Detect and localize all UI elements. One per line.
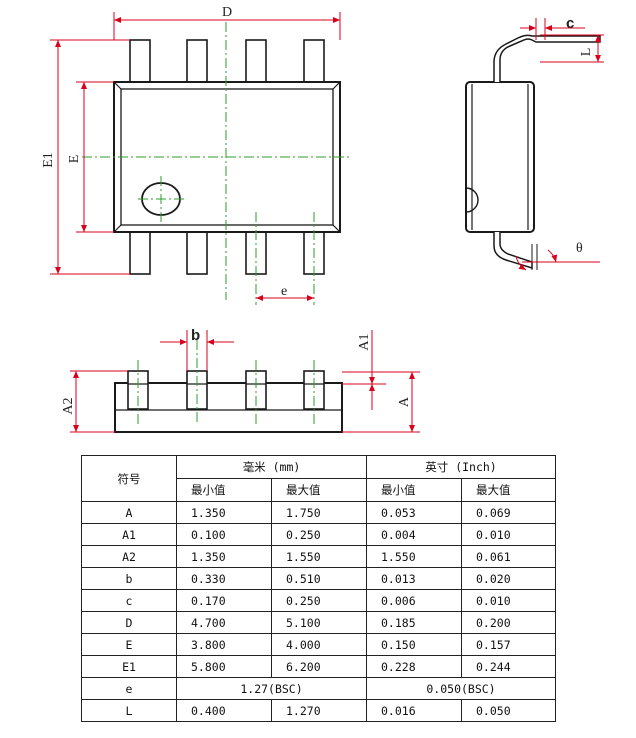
cell-symbol: e — [81, 677, 177, 700]
cell-inch-max: 0.244 — [461, 655, 556, 678]
cell-mm-max: 0.250 — [271, 523, 367, 546]
side-lead-bottom — [493, 232, 533, 270]
front-view — [114, 370, 343, 433]
subheader-mm-max: 最大值 — [271, 478, 367, 502]
header-symbol: 符号 — [81, 455, 177, 502]
cell-mm-min: 0.170 — [176, 589, 272, 612]
side-dimensions — [515, 18, 604, 271]
dim-label-theta: θ — [576, 241, 583, 256]
header-mm: 毫米 (mm) — [176, 455, 367, 479]
lead-top-3 — [245, 39, 267, 83]
front-centerlines — [137, 340, 315, 425]
dim-label-b: b — [191, 327, 200, 344]
cell-inch-min: 0.150 — [366, 633, 462, 656]
subheader-mm-min: 最小值 — [176, 478, 272, 502]
cell-inch-min: 0.013 — [366, 567, 462, 590]
cell-mm-max: 1.270 — [271, 699, 367, 722]
cell-inch-min: 0.228 — [366, 655, 462, 678]
cell-mm-max: 0.250 — [271, 589, 367, 612]
cell-inch-max: 0.069 — [461, 501, 556, 524]
lead-bottom-2 — [186, 231, 208, 275]
cell-inch-max: 0.050 — [461, 699, 556, 722]
cell-symbol: A — [81, 501, 177, 524]
cell-inch-min: 0.004 — [366, 523, 462, 546]
cell-mm-min: 0.400 — [176, 699, 272, 722]
side-body — [465, 81, 535, 233]
dim-label-L: L — [579, 48, 594, 57]
cell-symbol: b — [81, 567, 177, 590]
cell-symbol: E — [81, 633, 177, 656]
cell-inch-min: 0.016 — [366, 699, 462, 722]
side-lead-top — [493, 34, 601, 82]
subheader-inch-max: 最大值 — [461, 478, 556, 502]
dim-label-A1: A1 — [357, 333, 372, 350]
dim-label-E1: E1 — [41, 152, 56, 168]
cell-mm-max: 4.000 — [271, 633, 367, 656]
cell-inch-min: 0.006 — [366, 589, 462, 612]
cell-symbol: E1 — [81, 655, 177, 678]
cell-inch-min: 1.550 — [366, 545, 462, 568]
cell-symbol: A2 — [81, 545, 177, 568]
cell-mm-min: 0.100 — [176, 523, 272, 546]
subheader-inch-min: 最小值 — [366, 478, 462, 502]
table-header-row: 符号 毫米 (mm) 英寸 (Inch) — [81, 455, 556, 502]
cell-inch-max: 0.010 — [461, 589, 556, 612]
table-row: e 1.27(BSC) 0.050(BSC) — [81, 677, 556, 700]
lead-bottom-1 — [129, 231, 151, 275]
header-inch: 英寸 (Inch) — [366, 455, 556, 479]
dim-label-E: E — [67, 155, 82, 164]
cell-inch-min: 0.185 — [366, 611, 462, 634]
cell-symbol: c — [81, 589, 177, 612]
cell-inch-max: 0.010 — [461, 523, 556, 546]
cell-inch-max: 0.061 — [461, 545, 556, 568]
cell-inch-min: 0.053 — [366, 501, 462, 524]
cell-symbol: L — [81, 699, 177, 722]
lead-top-1 — [129, 39, 151, 83]
dim-label-A: A — [397, 396, 412, 407]
cell-mm-max: 6.200 — [271, 655, 367, 678]
dim-label-D: D — [222, 5, 232, 20]
cell-inch: 0.050(BSC) — [366, 677, 556, 700]
cell-mm-min: 1.350 — [176, 501, 272, 524]
dim-label-A2: A2 — [61, 397, 76, 414]
front-dimensions — [70, 330, 420, 433]
package-drawing: D E1 E e c L θ — [41, 5, 604, 433]
cell-mm-max: 1.750 — [271, 501, 367, 524]
cell-mm-min: 3.800 — [176, 633, 272, 656]
dim-label-e: e — [281, 284, 287, 299]
cell-mm-min: 1.350 — [176, 545, 272, 568]
table-row: L 0.400 1.270 0.016 0.050 — [81, 699, 556, 722]
cell-mm-min: 0.330 — [176, 567, 272, 590]
cell-mm-max: 5.100 — [271, 611, 367, 634]
cell-mm-min: 5.800 — [176, 655, 272, 678]
dim-label-c: c — [566, 15, 574, 32]
cell-inch-max: 0.200 — [461, 611, 556, 634]
lead-top-4 — [303, 39, 325, 83]
lead-top-2 — [186, 39, 208, 83]
cell-inch-max: 0.157 — [461, 633, 556, 656]
side-view — [465, 34, 601, 270]
cell-mm-max: 0.510 — [271, 567, 367, 590]
top-centerlines — [82, 22, 352, 305]
cell-mm: 1.27(BSC) — [176, 677, 367, 700]
cell-inch-max: 0.020 — [461, 567, 556, 590]
cell-symbol: A1 — [81, 523, 177, 546]
top-dimensions — [50, 12, 341, 301]
cell-mm-max: 1.550 — [271, 545, 367, 568]
cell-mm-min: 4.700 — [176, 611, 272, 634]
cell-symbol: D — [81, 611, 177, 634]
